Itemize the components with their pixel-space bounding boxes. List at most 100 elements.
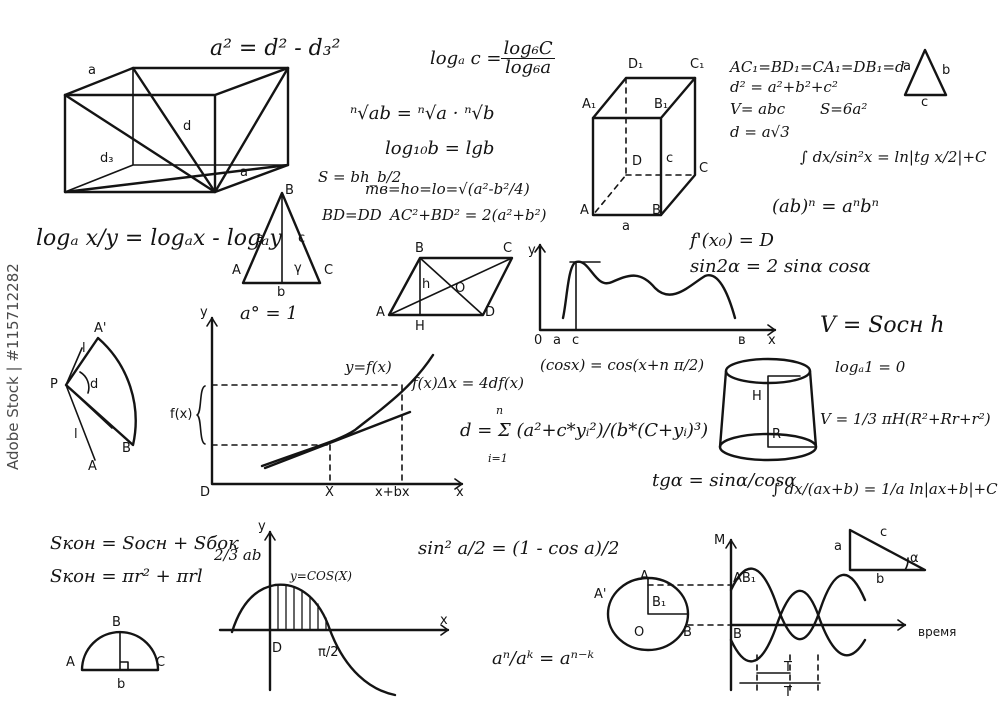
semicircle-outline — [80, 630, 160, 672]
formula-s-cone-2: Sкон = πr² + πrl — [50, 566, 203, 587]
sector-figure — [64, 336, 137, 461]
label-main-d: D — [200, 485, 211, 500]
frustum-figure — [718, 357, 818, 462]
label-main-x-point: X — [325, 485, 334, 500]
label-sector-p: P — [50, 377, 58, 392]
label-osc-a-prime: A' — [594, 587, 607, 602]
label-rtri-b: b — [876, 572, 885, 587]
formula-triangle-area: S = bh_b/2 — [318, 168, 402, 186]
formula-median: mв=hо=lо=√(a²-b²/4) — [365, 180, 530, 198]
log-change-denominator: log₆a — [505, 57, 552, 78]
label-osc-t1: T — [784, 660, 792, 675]
osc-arrows — [725, 539, 906, 631]
formula-a-zero: a° = 1 — [240, 303, 298, 324]
main-graph-curve — [260, 353, 435, 468]
label-rtri-a: a — [834, 539, 842, 554]
cube-outline — [591, 76, 697, 217]
label-para-a: A — [376, 305, 385, 320]
osc-wave2 — [729, 589, 867, 663]
label-semi-b-top: B — [112, 615, 121, 630]
label-osc-t2: T — [784, 685, 792, 700]
formula-tg-def: tgα = sinα/cosα — [652, 470, 797, 491]
label-triangle-c-side: c — [298, 231, 306, 246]
label-frustum-r: R — [772, 427, 782, 442]
label-para-c: C — [503, 241, 513, 256]
cos-arrows — [264, 531, 449, 636]
formula-sin-half: sin² a/2 = (1 - cos a)/2 — [418, 538, 620, 559]
formula-root-product: ⁿ√ab = ⁿ√a · ⁿ√b — [350, 103, 495, 124]
formula-cos-shift: (cosx) = cos(x+n π/2) — [540, 356, 705, 374]
log-change-left: logₐ c = — [430, 47, 502, 69]
formula-two-thirds: 2/3 ab — [214, 546, 262, 564]
parallelogram-diagonals — [388, 257, 513, 316]
formula-log-one: logₐ1 = 0 — [835, 358, 906, 376]
formula-y-cosx: y=COS(X) — [290, 569, 352, 583]
parallelogram — [387, 256, 514, 317]
sector-radii — [65, 347, 113, 461]
wave-arrows — [534, 244, 776, 336]
label-main-xbx: x+bx — [375, 485, 410, 500]
label-triangle-c: C — [324, 263, 334, 278]
label-wave-a: a — [553, 333, 561, 348]
formula-power-quotient: aⁿ/aᵏ = aⁿ⁻ᵏ — [492, 648, 595, 669]
osc-circle-radii — [647, 577, 689, 615]
label-cube-d1: D₁ — [628, 57, 644, 72]
wave-marker — [569, 261, 601, 331]
stock-watermark: Adobe Stock | #115712282 — [4, 263, 22, 470]
right-triangle — [848, 528, 927, 572]
oscillation-graph — [606, 538, 907, 692]
sector-angle-arc — [79, 371, 90, 394]
main-graph-brace — [196, 385, 206, 445]
prism-edges — [63, 66, 290, 194]
label-triangle-b-top: B — [285, 183, 294, 198]
label-triangle-a: A — [232, 263, 241, 278]
label-osc-a: A — [640, 569, 649, 584]
sector-outline — [64, 336, 137, 447]
formula-frustum-volume: V = 1/3 πH(R²+Rr+r²) — [820, 410, 991, 428]
right-triangle-outline — [848, 528, 927, 572]
cube-figure — [591, 76, 697, 217]
formula-cube-3: V= abc — [730, 100, 786, 118]
prism-outline — [63, 66, 290, 194]
main-graph-arrows — [206, 317, 463, 490]
main-graph-guides — [211, 384, 403, 485]
label-wave-b: в — [738, 333, 746, 348]
label-para-o: O — [455, 281, 466, 296]
cos-graph — [218, 530, 450, 697]
label-osc-b: B — [683, 625, 692, 640]
formula-log-change-base: logₐ c = log₆C log₆a — [430, 40, 555, 77]
label-osc-time: время — [918, 625, 957, 639]
formula-s-cone-1: Sкон = Sосн + Sбок — [50, 533, 239, 554]
prism-hidden-edges — [64, 67, 289, 193]
semicircle-height — [119, 631, 129, 671]
label-cos-x: x — [440, 613, 448, 628]
label-main-fx: f(x) — [170, 407, 193, 422]
label-cos-pi2: π/2 — [318, 645, 339, 660]
label-prism-d: d — [183, 119, 192, 134]
prism-figure — [63, 66, 290, 194]
main-graph — [196, 316, 464, 490]
prism-diagonals — [63, 66, 290, 194]
formula-y-fx: y=f(x) — [345, 358, 392, 376]
label-sector-l-top: l — [82, 341, 86, 356]
label-rtri-alpha: α — [910, 551, 919, 566]
label-triangle-gamma: γ — [294, 261, 302, 276]
formula-volume-cone: V = Sосн h — [820, 313, 945, 338]
formula-a2: a² = d² - d₃² — [210, 36, 341, 61]
label-prism-d3: d₃ — [100, 151, 114, 166]
label-small-tri-c: c — [921, 95, 929, 110]
label-para-h: h — [422, 277, 431, 292]
osc-period-markers — [739, 672, 821, 684]
small-triangle — [903, 48, 948, 97]
formula-cube-2: d² = a²+b²+c² — [730, 78, 838, 96]
formula-sin-double: sin2α = 2 sinα cosα — [690, 256, 871, 277]
label-cos-y: y — [258, 519, 266, 534]
formula-power-product: (ab)ⁿ = aⁿbⁿ — [772, 196, 879, 217]
label-frustum-h: H — [752, 389, 762, 404]
formula-bd: BD=DD — [322, 206, 382, 224]
label-cube-c: C — [699, 161, 709, 176]
label-sector-d: d — [90, 377, 99, 392]
formula-fx-dx: f(x)Δx = 4df(x) — [412, 374, 524, 392]
main-graph-axes — [210, 316, 464, 486]
